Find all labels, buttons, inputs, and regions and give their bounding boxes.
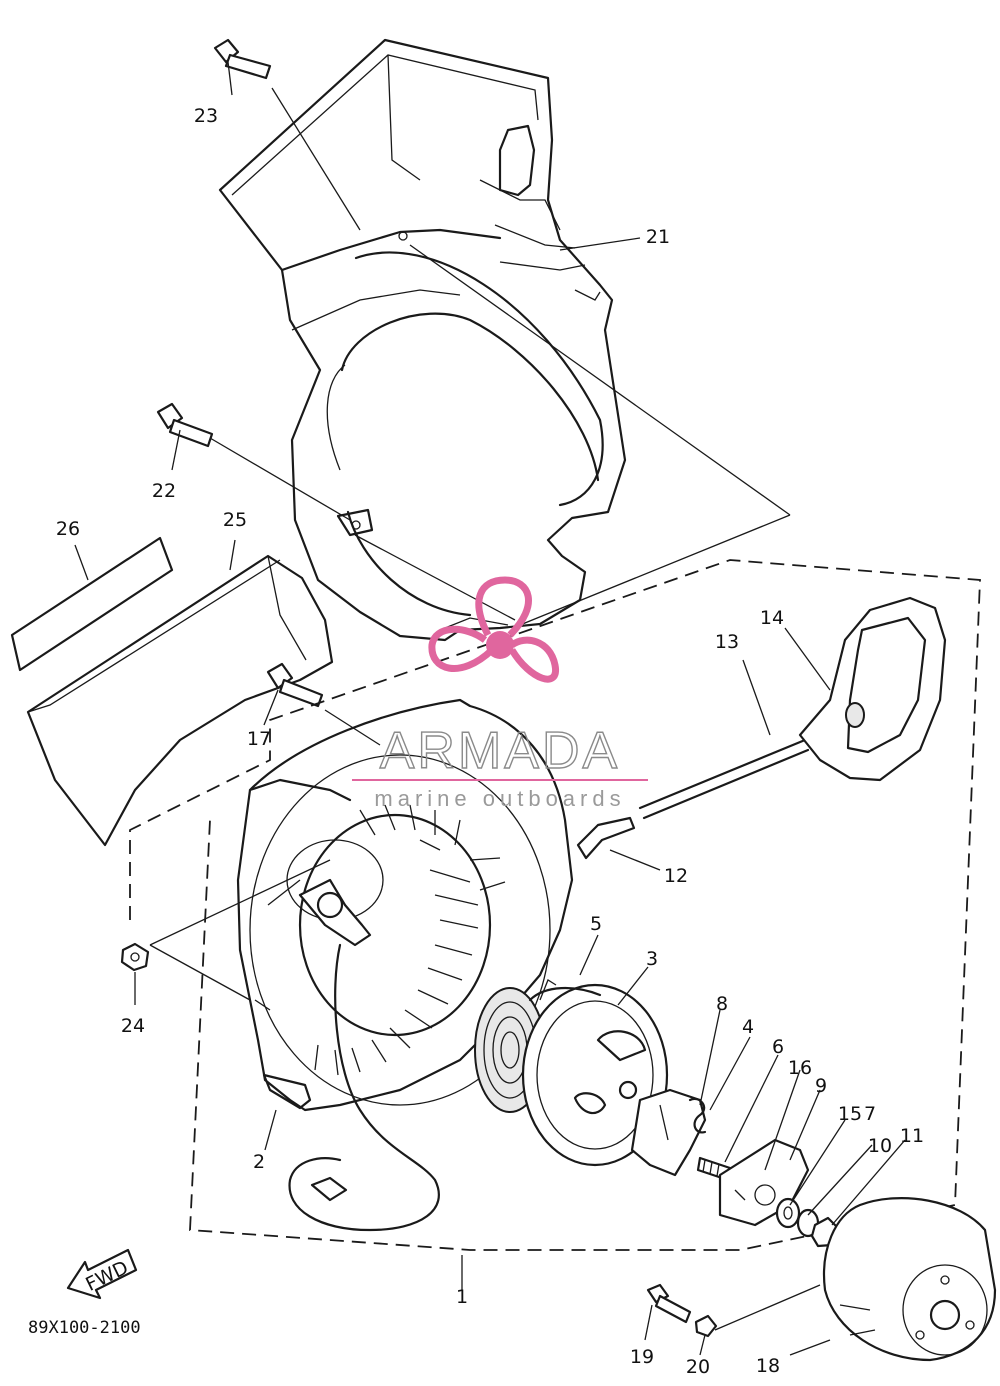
- part-label-15: 15: [838, 1103, 862, 1125]
- rope-clip: [310, 1176, 348, 1202]
- strip-26: [10, 536, 174, 672]
- spring-8: [688, 1097, 707, 1134]
- rope-13b: [642, 748, 810, 820]
- leader-lines: [74, 61, 906, 1356]
- part-label-25: 25: [223, 509, 247, 531]
- washer-20: [694, 1314, 718, 1338]
- assembly-1-boundary: [129, 559, 981, 1251]
- bolt-23: [213, 38, 272, 80]
- cover-panel-25: [26, 554, 334, 847]
- washer-15: [775, 1197, 801, 1229]
- bolt-22: [156, 402, 214, 448]
- part-label-5: 5: [590, 913, 602, 935]
- part-label-3: 3: [646, 948, 658, 970]
- part-label-14: 14: [760, 607, 784, 629]
- part-label-17: 17: [247, 728, 271, 750]
- armada-watermark: ARMADA marine outboards: [352, 576, 648, 811]
- part-label-22: 22: [152, 480, 176, 502]
- part-label-1: 1: [456, 1286, 468, 1308]
- propeller-logo-icon: [428, 576, 559, 683]
- starter-rope: [288, 943, 440, 1232]
- part-label-23: 23: [194, 105, 218, 127]
- part-label-20: 20: [686, 1356, 710, 1378]
- part-label-9: 9: [815, 1075, 827, 1097]
- part-label-21: 21: [646, 226, 670, 248]
- nut-24: [120, 942, 150, 972]
- part-label-8: 8: [716, 993, 728, 1015]
- part-label-10: 10: [868, 1135, 892, 1157]
- part-label-11: 11: [900, 1125, 924, 1147]
- part-label-26: 26: [56, 518, 80, 540]
- bolt-19: [646, 1283, 692, 1324]
- part-label-13: 13: [715, 631, 739, 653]
- rope-guide-12: [576, 816, 636, 860]
- watermark-subtitle: marine outboards: [374, 786, 625, 811]
- pawl-4: [630, 1088, 707, 1177]
- handle-14: [798, 596, 947, 782]
- bolt-17: [266, 662, 324, 708]
- part-label-7: 7: [864, 1103, 876, 1125]
- part-label-19: 19: [630, 1346, 654, 1368]
- part-label-16: 16: [788, 1057, 812, 1079]
- fan-cover-21: [218, 38, 627, 642]
- sheave-drum-3: [521, 983, 669, 1167]
- watermark-title: ARMADA: [380, 722, 620, 780]
- part-label-18: 18: [756, 1355, 780, 1377]
- drawing-code: 89X100-2100: [28, 1318, 141, 1338]
- part-label-24: 24: [121, 1015, 145, 1037]
- part-label-12: 12: [664, 865, 688, 887]
- part-label-4: 4: [742, 1016, 754, 1038]
- part-label-2: 2: [253, 1151, 265, 1173]
- rope-13: [638, 738, 807, 810]
- alignment-lines: [149, 87, 791, 1001]
- fwd-arrow-icon: FWD: [66, 1248, 138, 1300]
- starter-cup-18: [823, 1197, 997, 1362]
- part-label-6: 6: [772, 1036, 784, 1058]
